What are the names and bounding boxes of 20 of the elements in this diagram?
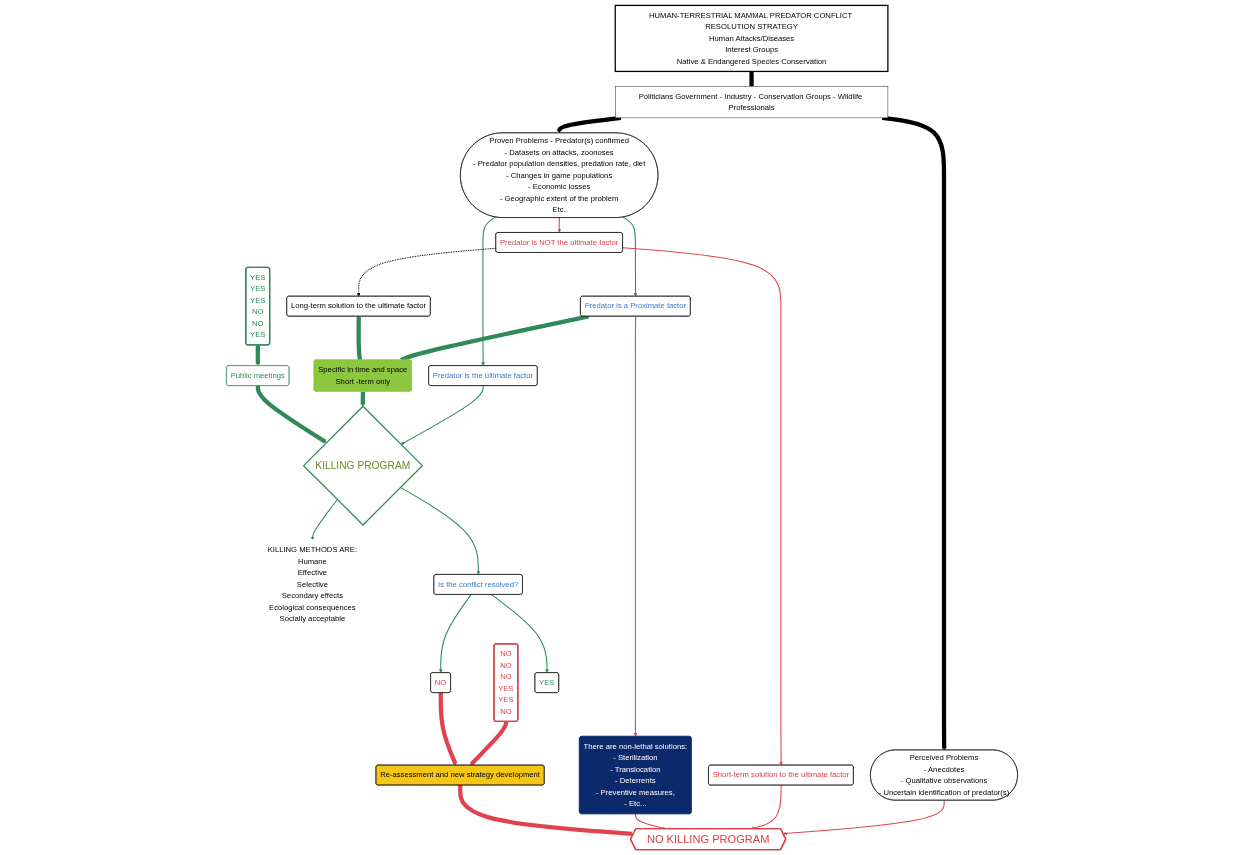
arrow xyxy=(399,486,481,575)
arrow xyxy=(881,115,947,751)
connector xyxy=(356,316,363,361)
arrow xyxy=(438,594,472,673)
arrow xyxy=(255,344,261,366)
arrow xyxy=(356,247,497,297)
arrow xyxy=(400,385,484,445)
arrow xyxy=(491,594,549,673)
arrow xyxy=(469,720,509,766)
arrow xyxy=(557,115,622,134)
connector xyxy=(749,70,754,88)
arrow xyxy=(255,385,327,444)
arrow xyxy=(438,692,458,766)
arrow xyxy=(458,785,634,836)
arrow xyxy=(310,498,338,541)
connector xyxy=(400,314,590,362)
arrow xyxy=(783,799,945,836)
arrow xyxy=(633,315,638,737)
node-diamond: KILLING PROGRAM xyxy=(302,405,424,526)
arrow xyxy=(622,247,783,766)
